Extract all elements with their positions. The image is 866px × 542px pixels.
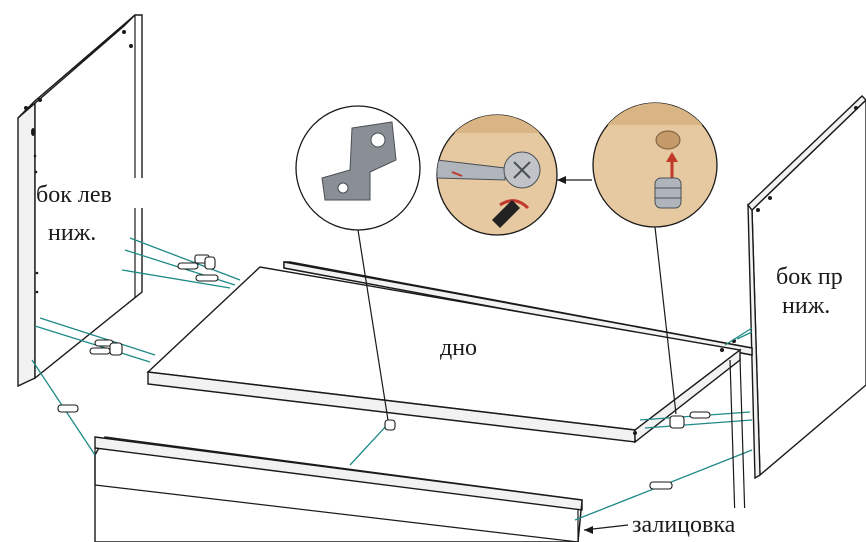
label-bottom-shelf: дно <box>440 335 477 361</box>
angle-bracket-icon <box>321 121 397 201</box>
callout-pointers <box>357 176 746 534</box>
label-left-side-line1: бок лев <box>36 182 112 208</box>
label-right-side: бок пр ниж. <box>776 264 843 319</box>
left-side-panel <box>17 14 143 388</box>
front-trim-panel <box>94 436 583 542</box>
callout-cam-lock-tighten <box>436 114 558 236</box>
label-right-side-line2: ниж. <box>782 293 830 319</box>
label-front-trim-text: залицовка <box>632 512 736 538</box>
label-front-trim: залицовка <box>630 508 776 538</box>
label-left-side: бок лев ниж. <box>36 178 144 246</box>
callout-cam-lock-insert <box>592 102 718 228</box>
label-right-side-line1: бок пр <box>776 264 843 290</box>
hardware-fasteners <box>57 254 711 490</box>
label-left-side-line2: ниж. <box>48 220 96 246</box>
callout-angle-bracket <box>295 105 421 231</box>
right-side-panel <box>747 95 866 480</box>
